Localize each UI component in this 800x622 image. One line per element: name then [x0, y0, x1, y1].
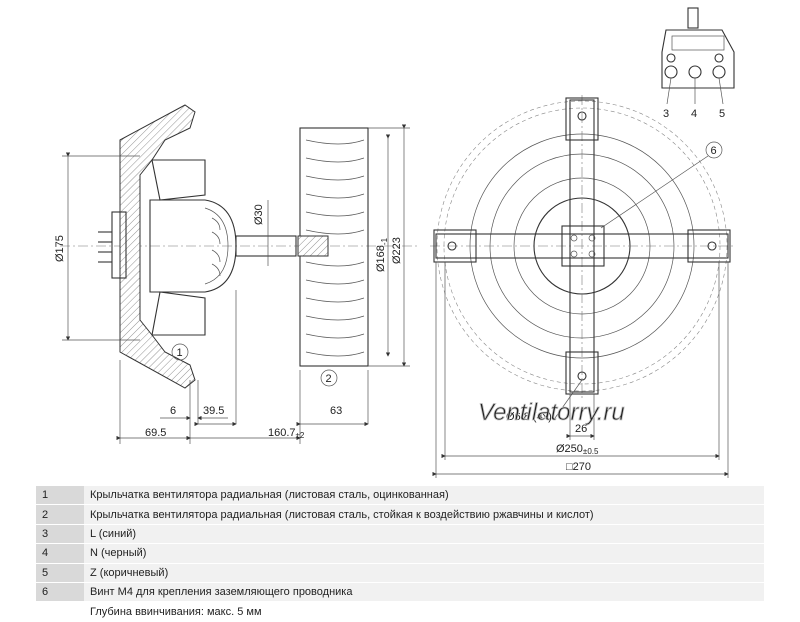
- legend-row: 2 Крыльчатка вентилятора радиальная (лис…: [36, 504, 764, 525]
- dim-69-5: 69.5: [145, 427, 166, 439]
- side-section-view: Ø175 Ø30 1: [54, 104, 420, 389]
- watermark: Ventilatorry.ru: [478, 399, 625, 426]
- dim-63: 63: [330, 405, 342, 417]
- legend-row: 4 N (черный): [36, 543, 764, 564]
- dim-39-5: 39.5: [203, 405, 224, 417]
- legend-num: 2: [36, 504, 84, 525]
- front-view: 6 Ø6.8 (4x) 26 Ø250±0.5 □270: [430, 95, 735, 478]
- legend-num: 5: [36, 563, 84, 583]
- legend-num: 4: [36, 543, 84, 564]
- callout-4: 4: [691, 108, 697, 120]
- legend-num: 6: [36, 582, 84, 603]
- dim-30: Ø30: [253, 204, 265, 225]
- dim-175: Ø175: [54, 235, 66, 262]
- callout-1: 1: [177, 347, 183, 359]
- legend-text: Крыльчатка вентилятора радиальная (листо…: [84, 486, 764, 506]
- legend-row: 3 L (синий): [36, 524, 764, 545]
- connector-detail: 3 4 5: [661, 7, 735, 120]
- callout-5: 5: [719, 108, 725, 120]
- legend-row: 5 Z (коричневый): [36, 563, 764, 583]
- legend-text: Z (коричневый): [84, 563, 764, 583]
- dim-168: Ø168-1: [375, 237, 389, 272]
- legend-row: 1 Крыльчатка вентилятора радиальная (лис…: [36, 486, 764, 506]
- legend-text: N (черный): [84, 543, 764, 564]
- legend-table: 1 Крыльчатка вентилятора радиальная (лис…: [36, 486, 764, 622]
- legend-text: Глубина ввинчивания: макс. 5 мм: [84, 601, 764, 622]
- legend-text: Винт М4 для крепления заземляющего прово…: [84, 582, 764, 603]
- legend-text: L (синий): [84, 524, 764, 545]
- dim-223: Ø223: [391, 237, 403, 264]
- callout-2: 2: [326, 373, 332, 385]
- dim-160-7: 160.7±2: [268, 427, 305, 440]
- legend-row: Глубина ввинчивания: макс. 5 мм: [36, 601, 764, 622]
- legend-text: Крыльчатка вентилятора радиальная (листо…: [84, 504, 764, 525]
- legend-row: 6 Винт М4 для крепления заземляющего про…: [36, 582, 764, 603]
- dim-250: Ø250±0.5: [556, 443, 599, 456]
- dim-270: □270: [566, 461, 591, 473]
- legend-num: 1: [36, 486, 84, 506]
- dim-26: 26: [575, 423, 587, 435]
- legend-num: 3: [36, 524, 84, 545]
- impeller-2-view: Ø168-1 Ø223 2: [297, 124, 410, 387]
- dim-holes: Ø6.8 (4x): [506, 411, 552, 423]
- callout-6: 6: [711, 145, 717, 157]
- callout-3: 3: [663, 108, 669, 120]
- legend-num: [36, 601, 84, 622]
- axial-dimensions: 6 39.5 63 69.5 160.7±2: [116, 290, 369, 444]
- dim-6: 6: [170, 405, 176, 417]
- technical-drawing: Ø175 Ø30 1 Ø168-1 Ø223 2: [54, 7, 735, 478]
